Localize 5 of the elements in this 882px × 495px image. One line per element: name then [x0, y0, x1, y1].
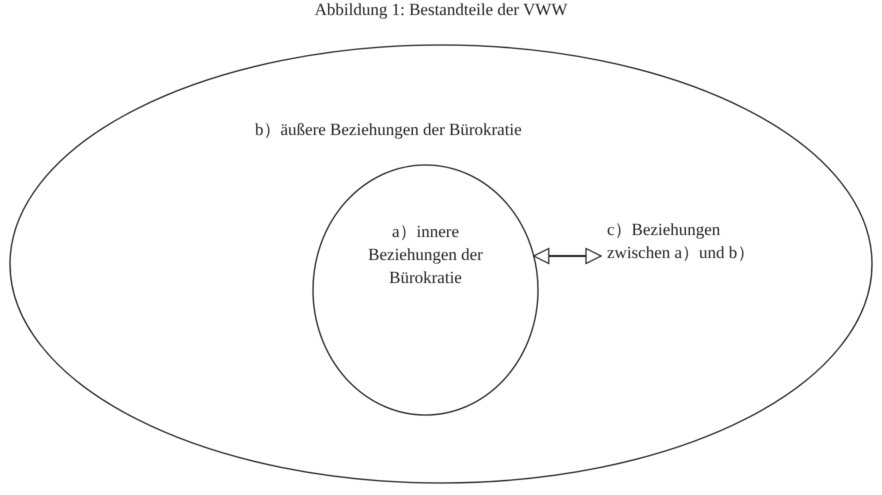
- figure-title: Abbildung 1: Bestandteile der VWW: [314, 0, 568, 20]
- ellipse-label: a）innere Beziehungen der Bürokratie: [367, 221, 484, 289]
- relation-label: c）Beziehungen zwischen a）und b）: [607, 218, 757, 264]
- double-arrow: [533, 248, 602, 264]
- ellipse-label: b）äußere Beziehungen der Bürokratie: [255, 119, 523, 141]
